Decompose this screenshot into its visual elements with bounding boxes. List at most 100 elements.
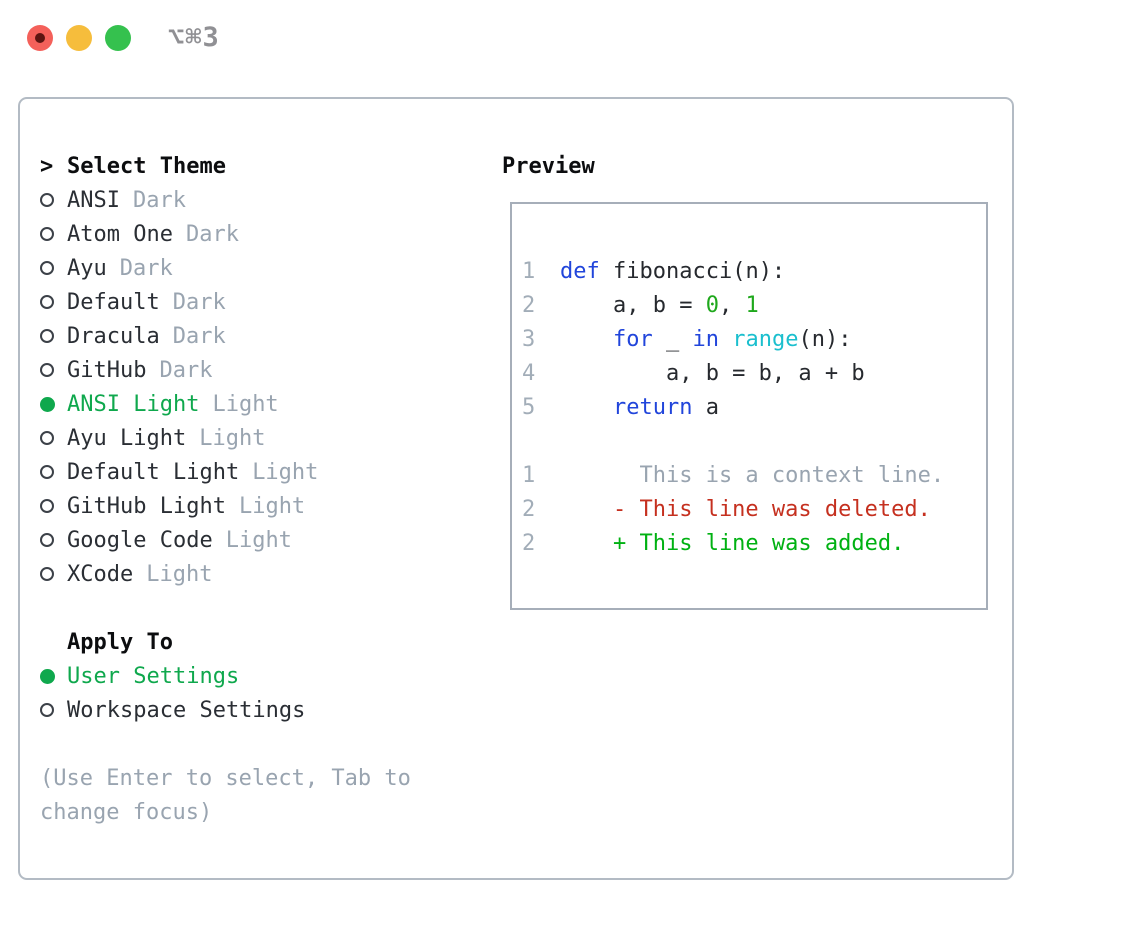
theme-variant-label: Dark [119,255,173,281]
theme-name: ANSI Light [67,391,200,417]
theme-variant-label: Light [212,391,279,417]
radio-icon [40,261,54,275]
line-number: 2 [522,496,536,522]
spacer [40,727,480,761]
select-theme-header: > Select Theme [40,149,480,183]
apply-to-title: Apply To [67,629,173,655]
keyboard-hint: (Use Enter to select, Tab to change focus… [40,761,480,829]
code-token-plain: _ [652,326,693,352]
minimize-window-button[interactable] [66,24,92,51]
theme-variant-label: Dark [159,357,213,383]
apply-option-user-settings[interactable]: User Settings [40,659,480,693]
preview-header: Preview [502,149,1002,183]
theme-option-ayu[interactable]: Ayu Dark [40,251,480,285]
line-number: 2 [522,292,536,318]
cursor-prompt-icon: > [40,153,54,179]
code-token-plain: (n): [798,326,852,352]
radio-icon [40,227,54,241]
theme-name: GitHub Light [67,493,226,519]
radio-selected-icon [40,668,55,684]
apply-option-label: Workspace Settings [67,697,306,723]
code-token-number: 0 [705,292,719,318]
theme-option-xcode[interactable]: XCode Light [40,557,480,591]
radio-icon [40,499,54,513]
code-line: 2 + This line was added. [522,526,986,560]
code-line: 4 a, b = b, a + b [522,356,986,390]
spacer [40,591,480,625]
gutter [40,465,67,479]
radio-icon [40,465,54,479]
radio-icon [40,533,54,547]
theme-name: Default Light [67,459,240,485]
code-token-keyword: in [692,326,719,352]
gutter [40,193,67,207]
code-token-added: + This line was added. [560,530,905,556]
gutter [40,703,67,717]
gutter [40,533,67,547]
gutter [40,567,67,581]
gutter [40,668,67,684]
hint-line: (Use Enter to select, Tab to [40,765,411,791]
apply-option-workspace-settings[interactable]: Workspace Settings [40,693,480,727]
theme-name: Ayu [67,255,107,281]
theme-option-github-light[interactable]: GitHub Light Light [40,489,480,523]
line-number: 5 [522,394,536,420]
apply-to-header: Apply To [40,625,480,659]
code-token-plain [560,327,613,352]
code-token-keyword: return [612,394,693,420]
gutter [40,396,67,412]
titlebar: ⌥⌘3 [27,24,220,51]
code-token-keyword: for [612,326,653,352]
radio-icon [40,703,54,717]
line-number: 2 [522,530,536,556]
code-line: 2 a, b = 0, 1 [522,288,986,322]
theme-name: Google Code [67,527,213,553]
code-token-plain [719,327,732,352]
select-theme-title: Select Theme [67,153,226,179]
code-line: 1 def fibonacci(n): [522,254,986,288]
close-window-button[interactable] [27,24,53,51]
code-token-number: 1 [745,292,759,318]
code-line: 5 return a [522,390,986,424]
code-line: 2 - This line was deleted. [522,492,986,526]
hint-line: change focus) [40,799,213,825]
radio-selected-icon [40,396,55,412]
code-token-plain: fibonacci(n): [599,258,786,284]
code-token-plain [560,395,613,420]
preview-title: Preview [502,153,595,179]
code-token-builtin: range [732,326,799,352]
code-token-plain: a, b = b, a + b [560,360,865,386]
code-content: - This line was deleted. [560,497,931,522]
theme-name: Ayu Light [67,425,187,451]
zoom-window-button[interactable] [105,24,131,51]
code-content: This is a context line. [560,463,944,488]
line-number: 3 [522,326,536,352]
radio-icon [40,329,54,343]
line-number: 4 [522,360,536,386]
theme-option-ansi-light[interactable]: ANSI Light Light [40,387,480,421]
code-content: def fibonacci(n): [560,259,785,284]
code-token-plain: a [692,394,719,420]
theme-variant-label: Light [146,561,213,587]
line-number: 1 [522,462,536,488]
code-line: 3 for _ in range(n): [522,322,986,356]
code-token-context: This is a context line. [560,462,945,488]
line-number: 1 [522,258,536,284]
theme-name: Default [67,289,160,315]
theme-name: XCode [67,561,134,587]
theme-variant-label: Light [238,493,306,519]
radio-icon [40,567,54,581]
code-content: for _ in range(n): [560,327,851,352]
